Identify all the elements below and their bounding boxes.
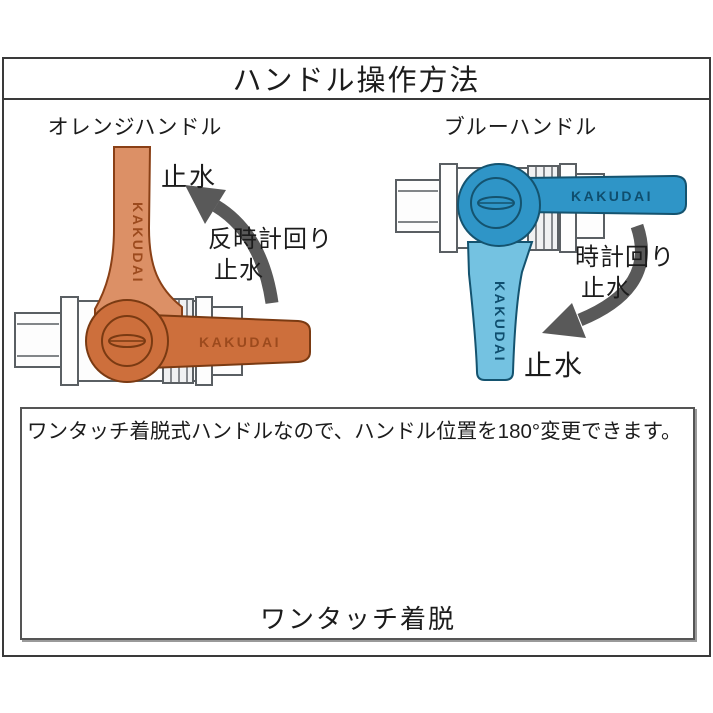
orange-hub-inner xyxy=(101,315,153,367)
blue-handle-label: ブルーハンドル xyxy=(443,116,598,139)
blue-hub-inner xyxy=(470,177,522,229)
orange-rotation-note: 反時計回り 止水 xyxy=(208,224,333,286)
counterclockwise-stop-text: 止水 xyxy=(214,257,264,284)
clockwise-stop-text: 止水 xyxy=(581,275,631,302)
blue-vertical-handle xyxy=(466,241,534,381)
blue-vertical-brand-text: KAKUDAI xyxy=(492,281,508,363)
blue-horizontal-handle xyxy=(521,174,687,216)
orange-vertical-brand-text: KAKUDAI xyxy=(130,202,146,284)
diagram-title-band: ハンドル操作方法 xyxy=(2,57,711,100)
orange-horizontal-handle xyxy=(149,313,311,370)
blue-valve: KAKUDAI KAKUDAI xyxy=(395,163,687,381)
one-touch-panel xyxy=(20,407,695,640)
one-touch-caption: ワンタッチ着脱 xyxy=(259,604,456,634)
orange-horizontal-brand-text: KAKUDAI xyxy=(199,334,281,350)
orange-valve: KAKUDAI KAKUDAI xyxy=(14,146,311,386)
orange-handle-label: オレンジハンドル xyxy=(47,116,223,139)
blue-horizontal-brand-text: KAKUDAI xyxy=(571,188,653,204)
clockwise-text: 時計回り xyxy=(575,244,675,271)
counterclockwise-text: 反時計回り xyxy=(208,226,333,253)
one-touch-note: ワンタッチ着脱式ハンドルなので、ハンドル位置を180°変更できます。 xyxy=(27,420,682,443)
blue-rotation-note: 時計回り 止水 xyxy=(575,242,675,304)
orange-hub-slot xyxy=(108,334,146,348)
clockwise-arrow xyxy=(542,223,648,338)
orange-stop-water-label: 止水 xyxy=(161,162,218,192)
diagram-title: ハンドル操作方法 xyxy=(232,64,481,97)
blue-stop-water-label: 止水 xyxy=(524,350,585,381)
counterclockwise-arrow xyxy=(185,185,279,304)
blue-hub-slot xyxy=(477,196,515,210)
